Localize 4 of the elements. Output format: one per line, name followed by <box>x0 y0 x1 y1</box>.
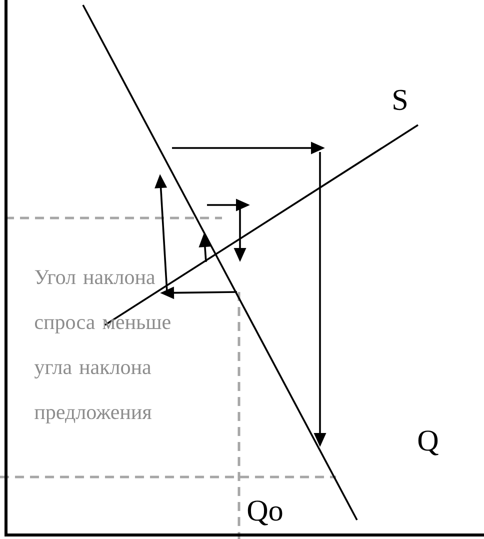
annotation-text: Угол наклона спроса меньше угла наклона предложения <box>34 270 170 424</box>
axis-label: S <box>394 90 406 110</box>
axis-label: Qo <box>248 500 282 526</box>
axis-label: Q <box>418 430 438 456</box>
